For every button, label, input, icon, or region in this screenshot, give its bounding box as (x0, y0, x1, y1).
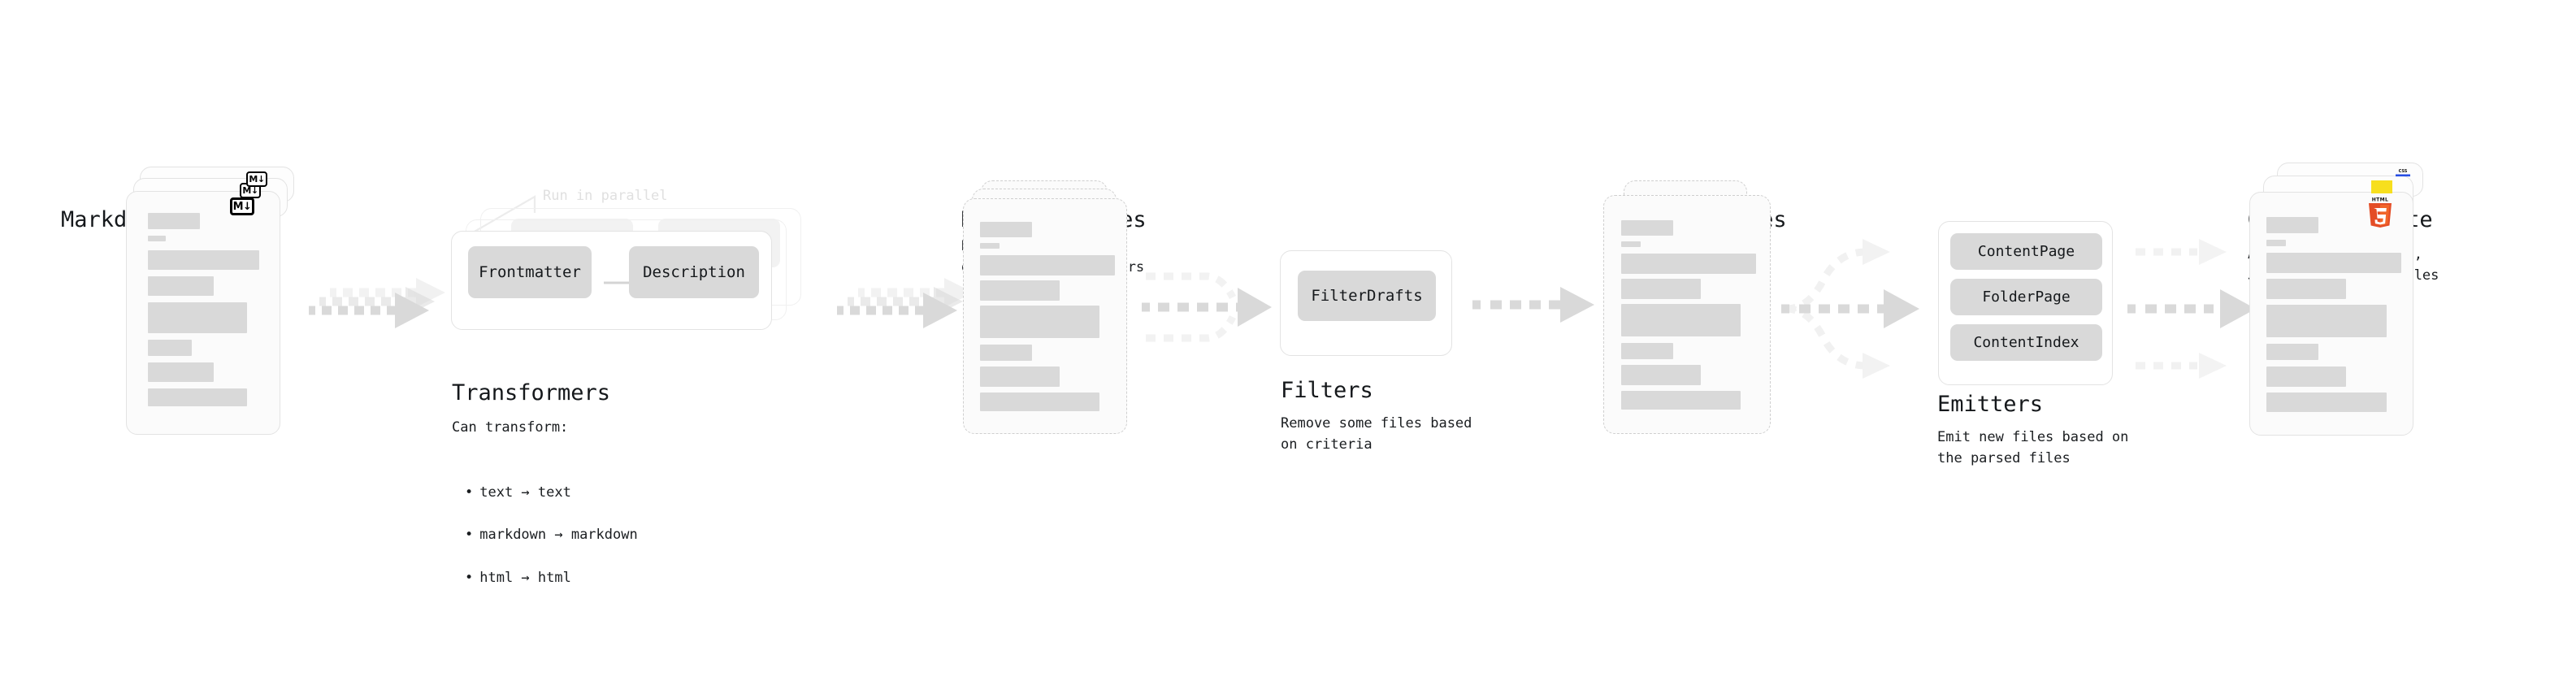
emitters-box: ContentPage FolderPage ContentIndex (1938, 221, 2113, 385)
filtered-page-front (1603, 195, 1771, 434)
skeleton-row (1621, 254, 1756, 274)
stage-generated-site: CSS HTML (2249, 163, 2424, 443)
transformer-pill-description[interactable]: Description (629, 246, 759, 298)
skeleton-row (1621, 391, 1741, 410)
skeleton-row (148, 362, 214, 382)
skeleton-row (2266, 367, 2346, 387)
skeleton-row (1621, 365, 1701, 385)
arrow-filtered-to-emitters (1781, 239, 1919, 379)
skeleton-row (980, 345, 1032, 361)
markdown-file-stack: M↓ M↓ M↓ (126, 167, 297, 435)
emitter-pill-contentpage[interactable]: ContentPage (1950, 233, 2102, 270)
arrow-modified-to-filters (1142, 272, 1272, 342)
skeleton-row (1621, 241, 1641, 247)
filters-box: FilterDrafts (1280, 250, 1452, 356)
transformers-title: Transformers (452, 380, 611, 406)
skeleton-row (148, 213, 200, 229)
skeleton-row (980, 280, 1060, 301)
skeleton-row (2266, 253, 2401, 273)
js-icon (2371, 180, 2392, 193)
filters-title: Filters (1281, 378, 1373, 403)
svg-text:HTML: HTML (2372, 197, 2389, 203)
skeleton-row (148, 340, 192, 356)
skeleton-row (148, 302, 247, 333)
stage-markdown-files: M↓ M↓ M↓ (126, 167, 297, 435)
filtered-file-stack (1603, 180, 1774, 440)
filters-description: Remove some files based on criteria (1281, 415, 1472, 453)
generated-site-stack: CSS HTML (2249, 163, 2424, 443)
skeleton-row (980, 243, 1000, 249)
markdown-page-front (126, 191, 280, 435)
transform-bullet: text → text (465, 482, 638, 503)
skeleton-row (1621, 220, 1673, 236)
stage-filtered-files (1603, 180, 1774, 440)
skeleton-row (2266, 217, 2318, 233)
skeleton-row (148, 276, 214, 296)
markdown-icon: M↓ (230, 197, 254, 215)
transformer-pill-frontmatter[interactable]: Frontmatter (468, 246, 592, 298)
stage-filters: FilterDrafts (1280, 250, 1452, 356)
arrow-transformers-to-modified (837, 278, 974, 328)
skeleton-row (1621, 343, 1673, 359)
modified-page-front (963, 198, 1127, 434)
skeleton-row (2266, 344, 2318, 360)
transform-bullet: html → html (465, 567, 638, 588)
transformers-bullets: text → text markdown → markdown html → h… (465, 439, 638, 631)
skeleton-row (980, 222, 1032, 237)
html5-icon: HTML (2369, 197, 2392, 228)
skeleton-row (2266, 279, 2346, 299)
site-page-front (2249, 192, 2413, 436)
stage-modified-files (963, 180, 1134, 440)
emitter-pill-folderpage[interactable]: FolderPage (1950, 279, 2102, 315)
markdown-icon: M↓ (246, 171, 267, 187)
arrow-filters-to-filtered (1472, 287, 1594, 323)
skeleton-row (2266, 393, 2387, 412)
skeleton-row (2266, 305, 2387, 337)
modified-file-stack (963, 180, 1134, 440)
arrow-emitters-to-site (2127, 239, 2256, 379)
skeleton-row (148, 236, 166, 241)
emitter-pill-contentindex[interactable]: ContentIndex (1950, 324, 2102, 361)
skeleton-row (1621, 304, 1741, 336)
emitters-title: Emitters (1937, 392, 2044, 417)
svg-text:CSS: CSS (2399, 169, 2408, 174)
skeleton-row (980, 367, 1060, 387)
transform-bullet: markdown → markdown (465, 524, 637, 545)
skeleton-row (980, 255, 1115, 275)
css3-icon: CSS (2396, 169, 2410, 177)
run-in-parallel-note: Run in parallel (543, 188, 668, 204)
transformers-subheading: Can transform: (452, 419, 569, 436)
arrow-markdown-to-transformers (309, 278, 445, 328)
transformers-box: Frontmatter Description (451, 231, 772, 330)
skeleton-row (1621, 279, 1701, 299)
skeleton-row (980, 306, 1099, 338)
skeleton-row (148, 388, 247, 406)
stage-transformers: Run in parallel (451, 188, 833, 358)
emitters-description: Emit new files based on the parsed files (1937, 429, 2129, 467)
stage-emitters: ContentPage FolderPage ContentIndex (1938, 221, 2113, 385)
skeleton-row (148, 250, 259, 270)
filter-pill-filterdrafts[interactable]: FilterDrafts (1298, 271, 1436, 321)
skeleton-row (2266, 240, 2286, 246)
skeleton-row (980, 393, 1099, 411)
